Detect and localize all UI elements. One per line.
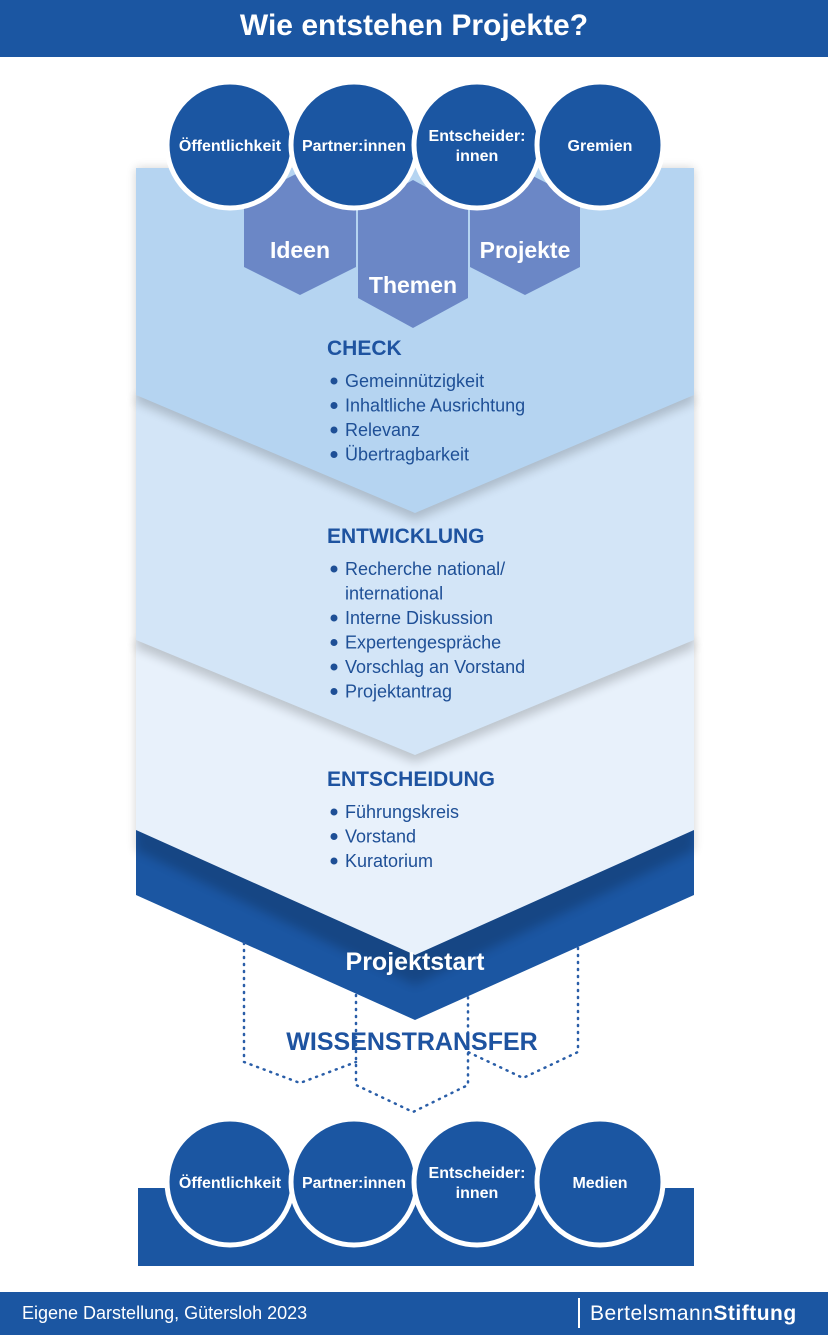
logo-bold-text: Stiftung <box>713 1302 797 1325</box>
footer-divider <box>578 1298 580 1328</box>
stage-item: Gemeinnützigkeit <box>345 371 484 391</box>
bullet-point <box>330 663 338 671</box>
bottom-circle-label: innen <box>456 1185 499 1202</box>
top-circle-label: Partner:innen <box>302 138 406 155</box>
stage-title: CHECK <box>327 337 402 360</box>
bottom-circle-label: Partner:innen <box>302 1175 406 1192</box>
bullet-point <box>330 377 338 385</box>
stage-item: Kuratorium <box>345 851 433 871</box>
stage-item: Übertragbarkeit <box>345 445 469 465</box>
stage-item: Projektantrag <box>345 682 452 702</box>
stage-item: Führungskreis <box>345 802 459 822</box>
stage-item: Vorschlag an Vorstand <box>345 657 525 677</box>
bullet-point <box>330 857 338 865</box>
top-circle-label: Entscheider: <box>429 128 526 145</box>
stage-item: Inhaltliche Ausrichtung <box>345 396 525 416</box>
stage-entscheidung-shape <box>136 640 694 955</box>
stage-item: international <box>345 584 443 604</box>
bullet-point <box>330 614 338 622</box>
footer: Eigene Darstellung, Gütersloh 2023 Berte… <box>0 1292 828 1335</box>
stage-title: ENTWICKLUNG <box>327 525 484 548</box>
bullet-point <box>330 639 338 646</box>
bullet-point <box>330 808 338 816</box>
logo-light-text: Bertelsmann <box>590 1302 714 1325</box>
stage-item: Expertengespräche <box>345 633 501 653</box>
knowledge-transfer-lines <box>242 941 580 1114</box>
top-circle-label: innen <box>456 148 499 165</box>
bullet-point <box>330 451 338 458</box>
bottom-circle-label: Medien <box>572 1175 627 1192</box>
bottom-circle-label: Entscheider: <box>429 1165 526 1182</box>
top-circle <box>534 79 666 211</box>
bullet-point <box>330 565 338 573</box>
source-note: Eigene Darstellung, Gütersloh 2023 <box>22 1303 308 1323</box>
stage-item: Vorstand <box>345 827 416 847</box>
page-title: Wie entstehen Projekte? <box>0 0 828 57</box>
knowledge-transfer-label: WISSENSTRANSFER <box>286 1028 537 1056</box>
top-circle <box>411 79 543 211</box>
top-circle-label: Öffentlichkeit <box>179 136 282 155</box>
bullet-point <box>330 402 338 409</box>
bottom-circle-label: Öffentlichkeit <box>179 1173 282 1192</box>
bullet-point <box>330 426 338 434</box>
hexagon-label-ideen: Ideen <box>270 237 330 263</box>
hexagon-label-projekte: Projekte <box>480 237 571 263</box>
stage-item: Recherche national/ <box>345 559 505 579</box>
top-circle-label: Gremien <box>568 138 633 155</box>
project-start-label: Projektstart <box>346 948 486 976</box>
bullet-point <box>330 833 338 840</box>
bertelsmann-stiftung-logo: BertelsmannStiftung <box>590 1292 797 1335</box>
top-circles: Öffentlichkeit Partner:innen Entscheider: i… <box>164 79 666 211</box>
bullet-point <box>330 688 338 695</box>
stage-item: Interne Diskussion <box>345 608 493 628</box>
stage-title: ENTSCHEIDUNG <box>327 768 495 791</box>
stage-item: Relevanz <box>345 420 420 440</box>
bottom-circles: Öffentlichkeit Partner:innen Entscheider: i… <box>164 1116 666 1248</box>
hexagon-themen <box>358 180 468 328</box>
bottom-circle <box>534 1116 666 1248</box>
bottom-circle <box>411 1116 543 1248</box>
stage-entwicklung-shape <box>136 395 694 755</box>
hexagon-label-themen: Themen <box>369 272 457 298</box>
